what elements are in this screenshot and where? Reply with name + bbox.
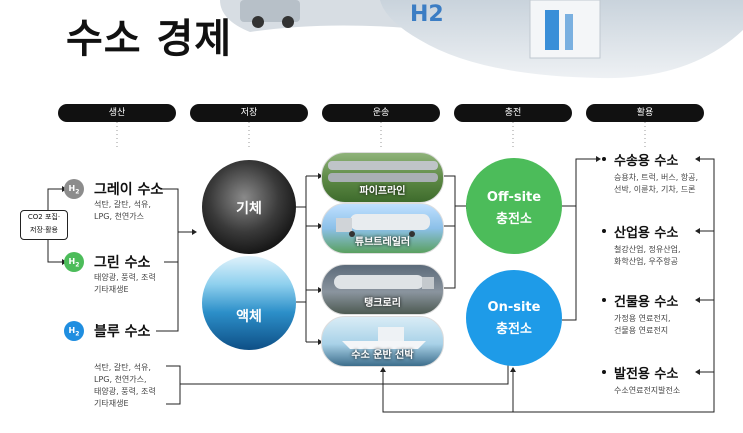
blue-hydrogen-label: 블루 수소 xyxy=(94,324,151,340)
ship-icon xyxy=(342,327,426,349)
liquid-storage-circle: 액체 xyxy=(202,256,296,350)
usage-desc-line: 가정용 연료전지, xyxy=(614,314,671,323)
industry-use-title: 산업용 수소 xyxy=(614,226,679,241)
usage-desc-line: 화학산업, 우주항공 xyxy=(614,257,678,266)
onsite-line-2: 충전소 xyxy=(496,322,532,337)
truck-wheel xyxy=(252,16,264,28)
pipeline-label: 파이프라인 xyxy=(359,186,406,197)
source-desc-line: 석탄, 갈탄, 석유, xyxy=(94,363,151,372)
truck-shape xyxy=(240,0,300,22)
gray-hydrogen-label: 그레이 수소 xyxy=(94,182,164,198)
offsite-line-1: Off-site xyxy=(486,190,542,205)
gray-desc-line: 석탄, 갈탄, 석유, xyxy=(94,200,151,209)
building-use-desc: 가정용 연료전지, 건물용 연료전지 xyxy=(614,313,671,337)
transport-tube-trailer: 튜브트레일러 xyxy=(321,203,444,254)
gray-desc-line: LPG, 천연가스 xyxy=(94,212,145,221)
onsite-line-1: On-site xyxy=(487,300,541,315)
source-desc-line: 태양광, 풍력, 조력 xyxy=(94,387,156,396)
stage-storage: 저장 xyxy=(190,104,308,122)
usage-desc-line: 건물용 연료전지 xyxy=(614,326,669,335)
stage-charging: 충전 xyxy=(454,104,572,122)
ship-label: 수소 운반 선박 xyxy=(351,350,414,361)
transport-tank-lorry: 탱크로리 xyxy=(321,264,444,315)
blue-h2-badge: H2 xyxy=(64,321,84,341)
source-desc-line: LPG, 천연가스, xyxy=(94,375,147,384)
tube-trailer-label: 튜브트레일러 xyxy=(354,237,411,248)
usage-desc-line: 선박, 이륜차, 기차, 드론 xyxy=(614,185,696,194)
source-desc-line: 기타재생E xyxy=(94,399,129,408)
page-title: 수소 경제 xyxy=(66,16,233,62)
header-banner xyxy=(220,0,743,79)
usage-desc-line: 수소연료전지발전소 xyxy=(614,386,681,395)
onsite-charging-station: On-site 충전소 xyxy=(466,270,562,366)
offsite-line-2: 충전소 xyxy=(496,212,532,227)
gray-h2-badge: H2 xyxy=(64,179,84,199)
industry-use-desc: 철강산업, 정유산업, 화학산업, 우주항공 xyxy=(614,244,681,268)
stage-transport: 운송 xyxy=(322,104,440,122)
h2-sign: H2 xyxy=(410,2,444,27)
dispenser-shape xyxy=(545,10,559,50)
usage-bullet xyxy=(602,157,606,161)
green-hydrogen-desc: 태양광, 풍력, 조력 기타재생E xyxy=(94,272,156,296)
co2-line-1: CO2 포집· xyxy=(27,213,61,221)
green-desc-line: 태양광, 풍력, 조력 xyxy=(94,273,156,282)
usage-bullet xyxy=(602,370,606,374)
truck-wheel xyxy=(282,16,294,28)
green-h2-badge: H2 xyxy=(64,252,84,272)
stage-usage: 활용 xyxy=(586,104,704,122)
dispenser-shape xyxy=(565,14,573,50)
offsite-charging-station: Off-site 충전소 xyxy=(466,158,562,254)
tube-trailer-icon xyxy=(336,214,430,237)
green-hydrogen-label: 그린 수소 xyxy=(94,255,151,271)
co2-line-2: 저장·활용 xyxy=(30,226,58,234)
co2-capture-box: CO2 포집· 저장·활용 xyxy=(20,210,68,240)
gas-storage-label: 기체 xyxy=(236,201,262,217)
gray-hydrogen-desc: 석탄, 갈탄, 석유, LPG, 천연가스 xyxy=(94,199,151,223)
gas-storage-circle: 기체 xyxy=(202,160,296,254)
power-use-desc: 수소연료전지발전소 xyxy=(614,385,680,397)
usage-desc-line: 승용차, 트럭, 버스, 항공, xyxy=(614,173,699,182)
pipeline-icon xyxy=(328,161,438,182)
usage-desc-line: 철강산업, 정유산업, xyxy=(614,245,681,254)
tank-lorry-icon xyxy=(334,275,434,289)
transport-ship: 수소 운반 선박 xyxy=(321,316,444,367)
power-use-title: 발전용 수소 xyxy=(614,367,679,382)
tank-lorry-label: 탱크로리 xyxy=(364,298,401,309)
transport-use-desc: 승용차, 트럭, 버스, 항공, 선박, 이륜차, 기차, 드론 xyxy=(614,172,698,196)
blue-hydrogen-source-desc: 석탄, 갈탄, 석유, LPG, 천연가스, 태양광, 풍력, 조력 기타재생E xyxy=(94,362,156,410)
building-use-title: 건물용 수소 xyxy=(614,295,679,310)
usage-bullet xyxy=(602,298,606,302)
usage-bullet xyxy=(602,229,606,233)
green-desc-line: 기타재생E xyxy=(94,285,129,294)
stage-production: 생산 xyxy=(58,104,176,122)
transport-use-title: 수송용 수소 xyxy=(614,154,679,169)
transport-pipeline: 파이프라인 xyxy=(321,152,444,203)
liquid-storage-label: 액체 xyxy=(236,309,262,325)
